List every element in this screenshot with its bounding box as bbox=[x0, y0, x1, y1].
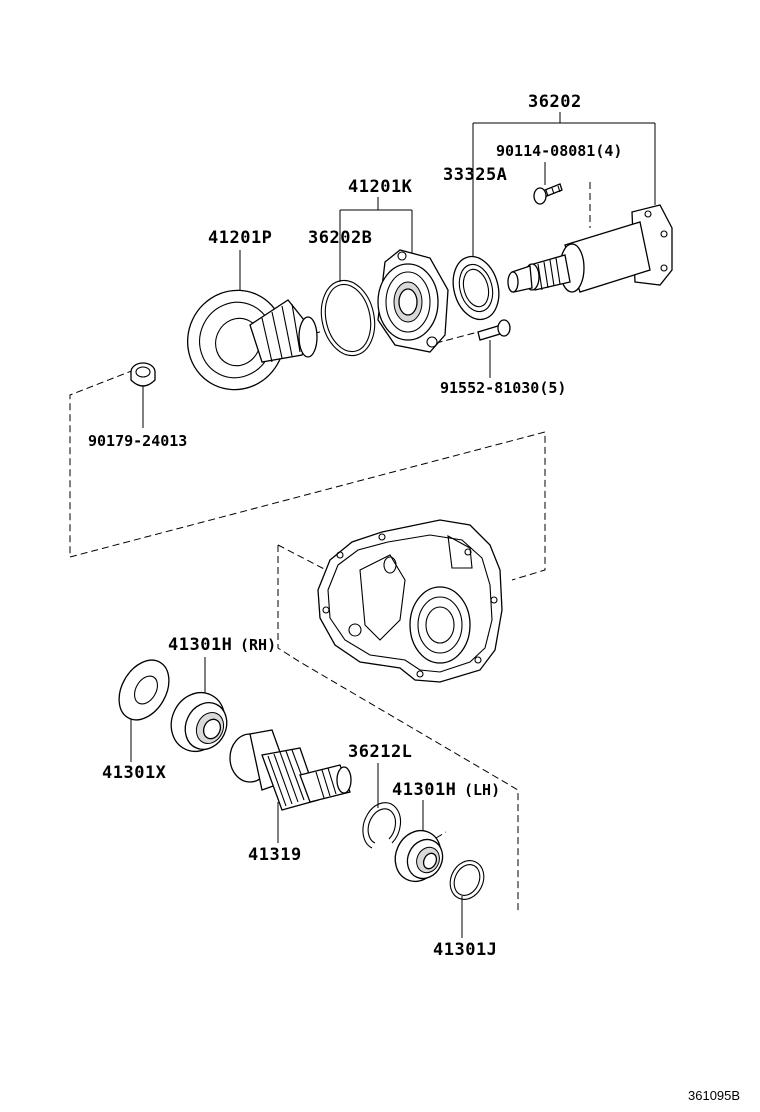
bearing-housing-41201K[interactable] bbox=[377, 249, 449, 353]
label-36202[interactable]: 36202 bbox=[528, 92, 582, 112]
snap-ring-36212L[interactable] bbox=[362, 802, 402, 849]
label-90179-24013[interactable]: 90179-24013 bbox=[88, 432, 187, 450]
shaft-41319[interactable] bbox=[229, 729, 352, 811]
label-33325A[interactable]: 33325A bbox=[443, 165, 507, 185]
label-41301H-rh[interactable]: 41301H bbox=[168, 635, 232, 655]
o-ring-36202B[interactable] bbox=[315, 275, 382, 360]
label-41301J[interactable]: 41301J bbox=[433, 940, 497, 960]
bearing-41301H-lh[interactable] bbox=[387, 823, 449, 889]
label-41319[interactable]: 41319 bbox=[248, 845, 302, 865]
plug-90179[interactable] bbox=[130, 362, 156, 387]
extension-housing-36202[interactable] bbox=[507, 204, 673, 293]
washer-41301J[interactable] bbox=[444, 855, 490, 905]
label-41201K[interactable]: 41201K bbox=[348, 177, 413, 197]
label-41301H-lh[interactable]: 41301H bbox=[392, 780, 456, 800]
washer-41301X[interactable] bbox=[109, 651, 179, 728]
label-41201P[interactable]: 41201P bbox=[208, 228, 272, 248]
bolt-91552[interactable] bbox=[477, 319, 511, 341]
ring-gear-41201P[interactable] bbox=[171, 274, 318, 405]
figure-id: 361095B bbox=[688, 1088, 740, 1103]
label-lh-suffix: (LH) bbox=[464, 781, 500, 799]
label-90114-08081[interactable]: 90114-08081(4) bbox=[496, 142, 622, 160]
oil-seal-33325A[interactable] bbox=[446, 251, 505, 324]
label-rh-suffix: (RH) bbox=[240, 636, 276, 654]
leader-lines bbox=[130, 112, 656, 938]
bolt-90114[interactable] bbox=[533, 183, 563, 205]
label-91552-81030[interactable]: 91552-81030(5) bbox=[440, 379, 566, 397]
label-36212L[interactable]: 36212L bbox=[348, 742, 412, 762]
bearing-41301H-rh[interactable] bbox=[162, 684, 235, 760]
label-41301X[interactable]: 41301X bbox=[102, 763, 167, 783]
transfer-case-housing[interactable] bbox=[317, 519, 503, 683]
